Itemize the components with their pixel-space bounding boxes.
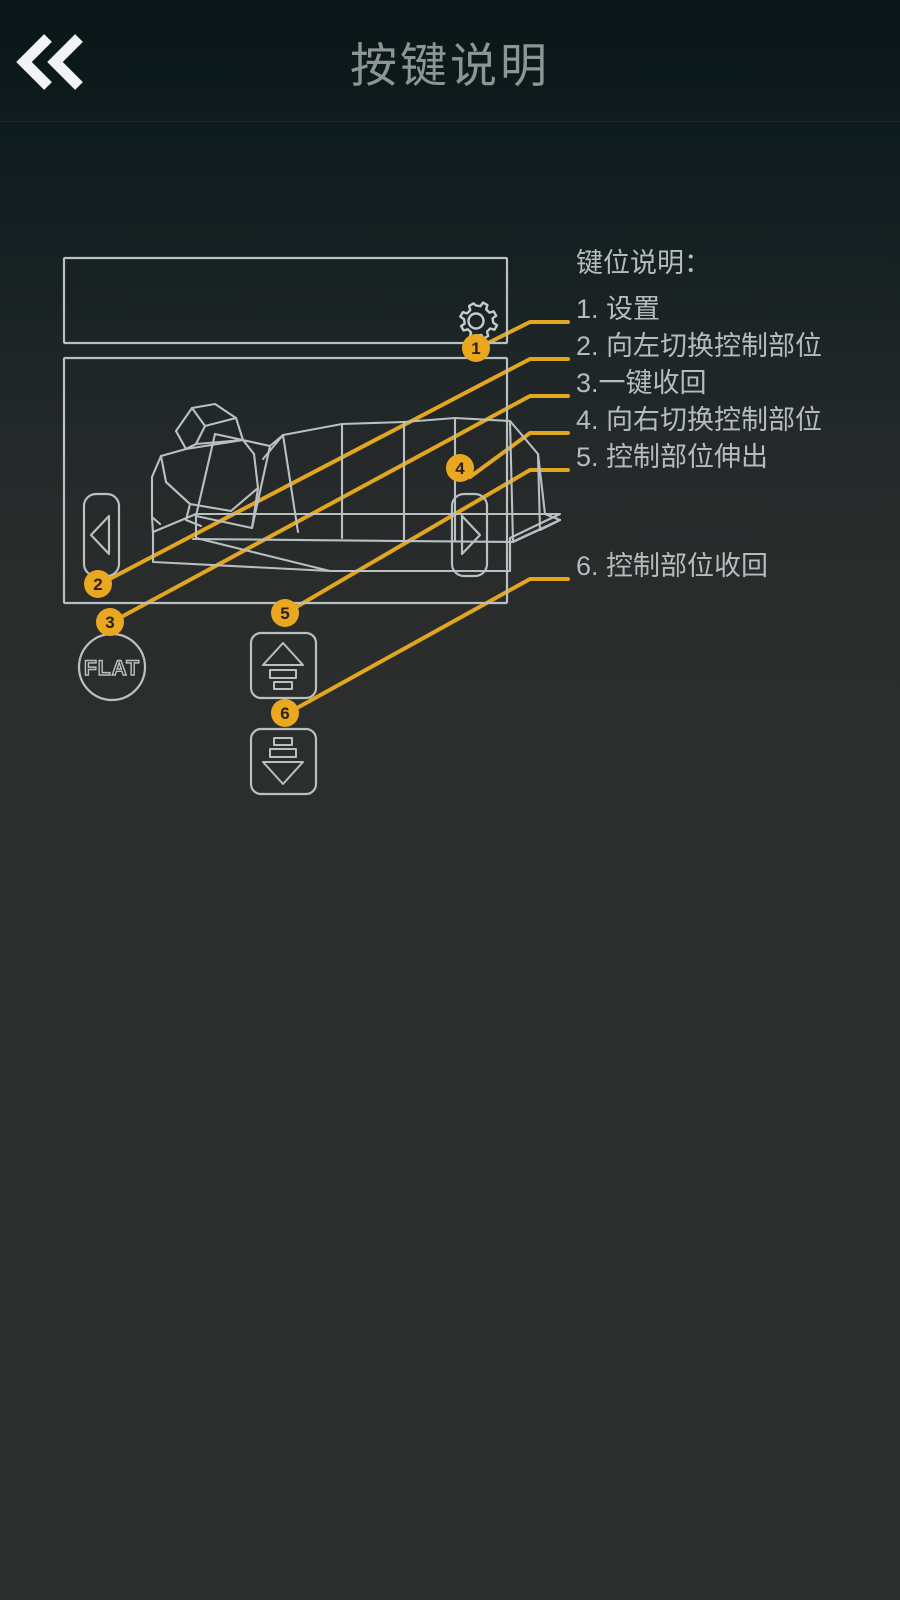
leader-line-5: [284, 468, 570, 615]
prev-part-button[interactable]: [82, 492, 121, 578]
callout-badge-3: 3: [96, 608, 124, 636]
legend-item-2: 2. 向左切换控制部位: [576, 331, 823, 361]
legend-heading: 键位说明：: [576, 248, 711, 278]
extend-button[interactable]: [249, 631, 318, 700]
callout-badge-5-number: 5: [280, 604, 289, 623]
gear-icon: [459, 301, 499, 341]
callout-leader-lines: [98, 320, 570, 715]
next-part-button[interactable]: [450, 492, 489, 578]
flat-button-label: FLAT: [84, 657, 140, 680]
callout-badge-4: 4: [446, 454, 474, 482]
header-divider: [0, 121, 900, 122]
callout-badge-2: 2: [84, 570, 112, 598]
app-header: 按键说明: [0, 0, 900, 122]
legend-item-6: 6. 控制部位收回: [576, 551, 769, 581]
leader-line-3: [110, 394, 570, 624]
leader-line-4: [468, 431, 570, 479]
legend-item-1: 1. 设置: [576, 294, 661, 324]
stack-down-icon: [262, 737, 304, 785]
page-title: 按键说明: [350, 38, 550, 92]
legend-item-5: 5. 控制部位伸出: [576, 442, 769, 472]
leader-line-1: [476, 320, 570, 350]
flat-button[interactable]: FLAT: [77, 632, 147, 702]
callout-badge-1-number: 1: [471, 339, 480, 358]
diagram-stage: FLAT: [0, 122, 900, 1600]
triangle-right-icon: [460, 514, 482, 556]
triangle-left-icon: [89, 514, 111, 556]
display-panel: [62, 256, 509, 345]
callout-badges: 1 2 3 4 5: [84, 334, 490, 727]
callout-badge-3-number: 3: [105, 613, 114, 632]
leader-line-6: [286, 577, 570, 715]
legend-item-3: 3.一键收回: [576, 368, 707, 398]
callout-badge-1: 1: [462, 334, 490, 362]
legend-item-4: 4. 向右切换控制部位: [576, 405, 823, 435]
leader-line-2: [98, 357, 570, 586]
adjustable-bed-icon: [150, 402, 562, 573]
remote-diagram: FLAT: [62, 256, 570, 796]
legend-panel: 键位说明： 1. 设置 2. 向左切换控制部位 3.一键收回 4. 向右切换控制…: [576, 250, 896, 585]
double-chevron-left-icon: [15, 32, 89, 92]
callout-badge-4-number: 4: [455, 459, 465, 478]
callout-badge-6: 6: [271, 699, 299, 727]
callout-badge-2-number: 2: [93, 575, 102, 594]
callout-badge-6-number: 6: [280, 704, 289, 723]
retract-button[interactable]: [249, 727, 318, 796]
stack-up-icon: [262, 642, 304, 690]
settings-gear-button[interactable]: [459, 301, 499, 341]
callout-badge-5: 5: [271, 599, 299, 627]
back-button[interactable]: [6, 20, 98, 104]
